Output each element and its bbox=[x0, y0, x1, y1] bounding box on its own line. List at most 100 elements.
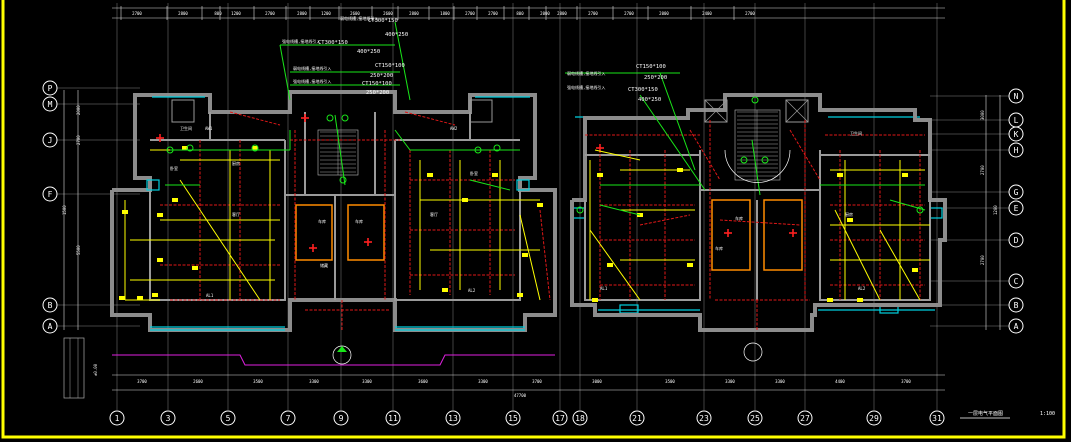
dim-text: 3300 bbox=[362, 379, 372, 384]
axis-label: G bbox=[1014, 188, 1019, 197]
dim-text: 1800 bbox=[440, 11, 450, 16]
axis-label: 21 bbox=[632, 414, 642, 423]
right-dimensions: 3000 2700 1200 2700 bbox=[980, 110, 998, 265]
dim-text: 2000 bbox=[659, 11, 669, 16]
panel-label: AL2 bbox=[468, 288, 476, 293]
left-dim: 2000 bbox=[76, 105, 81, 115]
axis-bubble bbox=[572, 410, 588, 426]
dim-text: 3300 bbox=[309, 379, 319, 384]
dim-text: 2800 bbox=[409, 11, 419, 16]
axis-bubble bbox=[1008, 142, 1024, 158]
garage-space bbox=[295, 204, 333, 261]
dim-text: 3600 bbox=[418, 379, 428, 384]
callout-tray-size: CT150*100 bbox=[362, 81, 392, 87]
axis-label: E bbox=[1014, 204, 1019, 213]
dim-text: 2400 bbox=[702, 11, 712, 16]
callout-note: 弱电线槽,接地线引入 bbox=[567, 70, 605, 76]
callout-tray-size: 400*250 bbox=[638, 97, 661, 103]
callout-tray-size: 250*200 bbox=[644, 75, 667, 81]
axis-bubble bbox=[280, 410, 296, 426]
axis-bubble bbox=[42, 96, 58, 112]
axis-label: 17 bbox=[555, 414, 565, 423]
callout-tray-size: CT300*150 bbox=[368, 18, 398, 24]
axis-bubble bbox=[552, 410, 568, 426]
room-label: 储藏 bbox=[320, 262, 328, 268]
left-dim: 2700 bbox=[76, 135, 81, 145]
dim-text: 2600 bbox=[383, 11, 393, 16]
axis-label: C bbox=[1014, 277, 1019, 286]
axis-bubble bbox=[505, 410, 521, 426]
stair-treads bbox=[737, 110, 778, 180]
callout-tray-size: 400*250 bbox=[357, 49, 380, 55]
axis-label: D bbox=[1014, 236, 1019, 245]
left-unit-walls bbox=[110, 90, 557, 332]
axis-bubble bbox=[109, 410, 125, 426]
dim-text: 800 bbox=[214, 11, 222, 16]
lighting-wiring bbox=[119, 146, 930, 302]
axis-bubble bbox=[160, 410, 176, 426]
dim-text: 1200 bbox=[231, 11, 241, 16]
axis-label: K bbox=[1014, 130, 1019, 139]
dim-text: 3500 bbox=[253, 379, 263, 384]
axis-bubble bbox=[42, 132, 58, 148]
axis-label: A bbox=[1014, 322, 1019, 331]
dim-text: 3700 bbox=[901, 379, 911, 384]
dim-text: 2700 bbox=[265, 11, 275, 16]
dim-text: 3700 bbox=[137, 379, 147, 384]
dimension-lines bbox=[63, 7, 1001, 391]
callout-tray-size: 250*200 bbox=[370, 73, 393, 79]
left-dimensions: 2000 2700 1500 5500 bbox=[62, 105, 81, 255]
dim-text: 2700 bbox=[624, 11, 634, 16]
axis-label: 9 bbox=[339, 414, 344, 423]
dim-text: 3300 bbox=[775, 379, 785, 384]
axis-label: B bbox=[48, 301, 53, 310]
axis-bubble bbox=[1008, 184, 1024, 200]
axis-bubble bbox=[866, 410, 882, 426]
windows bbox=[146, 96, 943, 331]
dim-text: 2600 bbox=[350, 11, 360, 16]
callout-tray-size: CT300*150 bbox=[628, 87, 658, 93]
axis-bubble bbox=[1008, 232, 1024, 248]
dim-text: 2600 bbox=[193, 379, 203, 384]
axis-bubble bbox=[220, 410, 236, 426]
room-label: 车库 bbox=[715, 245, 723, 251]
dim-text: 3300 bbox=[478, 379, 488, 384]
callout-note: 强电线槽,接地线引入 bbox=[282, 38, 320, 44]
room-label: 车库 bbox=[318, 218, 326, 224]
callout-tray-size: CT150*100 bbox=[636, 64, 666, 70]
panel-label: AL1 bbox=[600, 286, 608, 291]
axis-label: 25 bbox=[750, 414, 760, 423]
panel-label: AW2 bbox=[450, 126, 458, 131]
axis-bubble bbox=[797, 410, 813, 426]
weak-current-wiring bbox=[165, 96, 926, 216]
axis-bubble bbox=[385, 410, 401, 426]
garage-space bbox=[347, 204, 385, 261]
axis-label: A bbox=[48, 322, 53, 331]
axis-bubble bbox=[42, 297, 58, 313]
axis-bubble bbox=[629, 410, 645, 426]
right-dim: 2700 bbox=[980, 165, 985, 175]
axis-label: 13 bbox=[448, 414, 458, 423]
axis-bubble bbox=[42, 186, 58, 202]
axis-label: B bbox=[1014, 301, 1019, 310]
callout-tray-size: 400*250 bbox=[385, 32, 408, 38]
dim-text: 2700 bbox=[745, 11, 755, 16]
dim-text: 4400 bbox=[835, 379, 845, 384]
left-dim: 1500 bbox=[62, 205, 67, 215]
dim-text: 3500 bbox=[665, 379, 675, 384]
panel-labels: AL1 AL2 AL1 AL2 AW1 AW2 bbox=[205, 126, 866, 298]
axis-label: 15 bbox=[508, 414, 518, 423]
dim-text: 3300 bbox=[725, 379, 735, 384]
axis-bubble bbox=[1008, 297, 1024, 313]
panel-label: AL2 bbox=[858, 286, 866, 291]
room-labels: 客厅 卧室 厨房 卫生间 车库 车库 储藏 客厅 卧室 厨房 卫生间 车库 车库 bbox=[170, 125, 862, 268]
elevation-detail: ±0.00 bbox=[63, 337, 98, 399]
room-label: 客厅 bbox=[430, 211, 438, 217]
dim-text: 2700 bbox=[132, 11, 142, 16]
drawing-title: 一层电气平面图 bbox=[968, 410, 1003, 417]
dim-text: 3000 bbox=[592, 379, 602, 384]
callout-note: 弱电线槽,接地线引入 bbox=[340, 15, 378, 21]
